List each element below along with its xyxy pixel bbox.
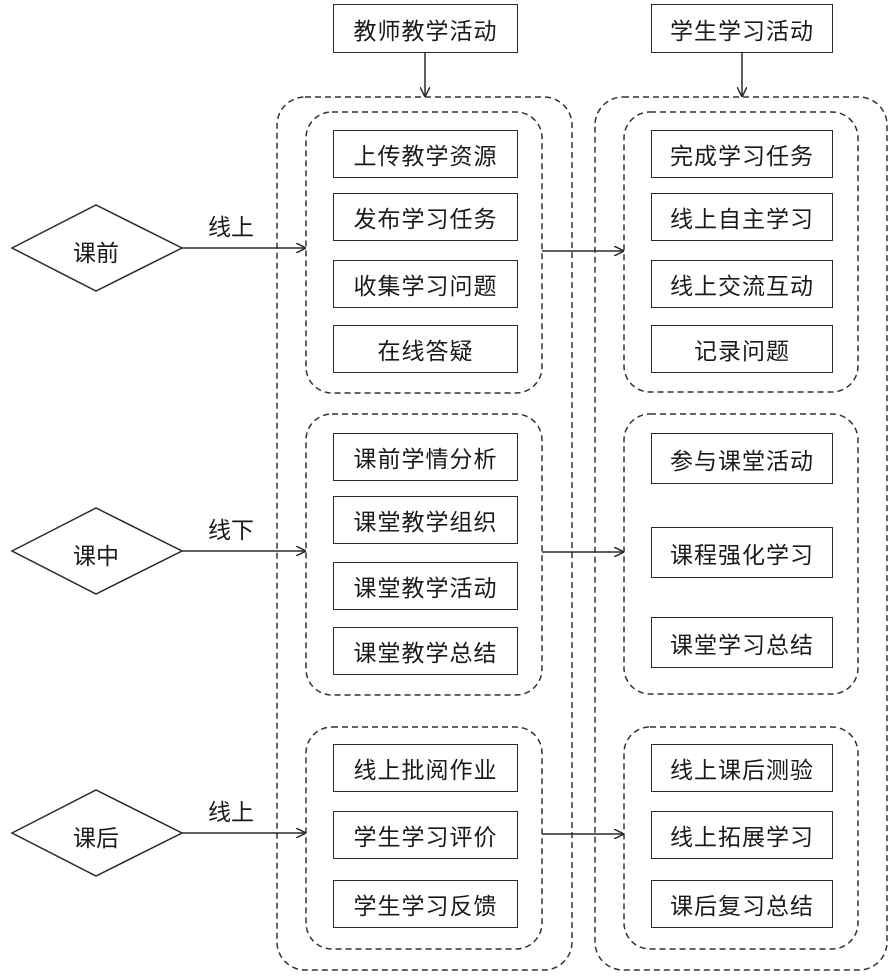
student-group-in [623,413,859,695]
teacher-pre-item-2: 发布学习任务 [333,193,518,241]
teacher-column-border [276,96,573,971]
student-group-pre [623,111,859,393]
teacher-in-item-2: 课堂教学组织 [333,496,518,544]
teacher-group-post [305,726,543,950]
student-group-post [623,726,859,950]
mode-label-pre: 线上 [208,215,254,241]
student-post-item-1: 线上课后测验 [651,744,833,792]
teacher-pre-item-3: 收集学习问题 [333,260,518,308]
teacher-group-in [305,413,543,696]
mode-label-in: 线下 [208,518,254,544]
teacher-post-item-1: 线上批阅作业 [333,744,518,792]
student-in-item-2: 课程强化学习 [651,527,833,578]
mode-label-post: 线上 [208,800,254,826]
student-pre-item-1: 完成学习任务 [651,130,833,178]
phase-label-in: 课中 [73,544,119,570]
teacher-group-pre [305,111,543,394]
student-header: 学生学习活动 [651,4,833,53]
teacher-pre-item-1: 上传教学资源 [333,130,518,178]
student-in-item-3: 课堂学习总结 [651,617,833,668]
student-post-item-2: 线上拓展学习 [651,811,833,859]
teacher-in-item-3: 课堂教学活动 [333,562,518,610]
teacher-header: 教师教学活动 [333,4,518,53]
student-pre-item-3: 线上交流互动 [651,260,833,308]
teacher-in-item-1: 课前学情分析 [333,433,518,481]
teacher-in-item-4: 课堂教学总结 [333,627,518,675]
student-pre-item-4: 记录问题 [651,325,833,373]
student-post-item-3: 课后复习总结 [651,880,833,928]
phase-label-pre: 课前 [73,241,119,267]
teacher-pre-item-4: 在线答疑 [333,325,518,373]
teacher-post-item-2: 学生学习评价 [333,811,518,859]
phase-label-post: 课后 [73,826,119,852]
student-in-item-1: 参与课堂活动 [651,433,833,484]
student-pre-item-2: 线上自主学习 [651,193,833,241]
teacher-post-item-3: 学生学习反馈 [333,880,518,928]
